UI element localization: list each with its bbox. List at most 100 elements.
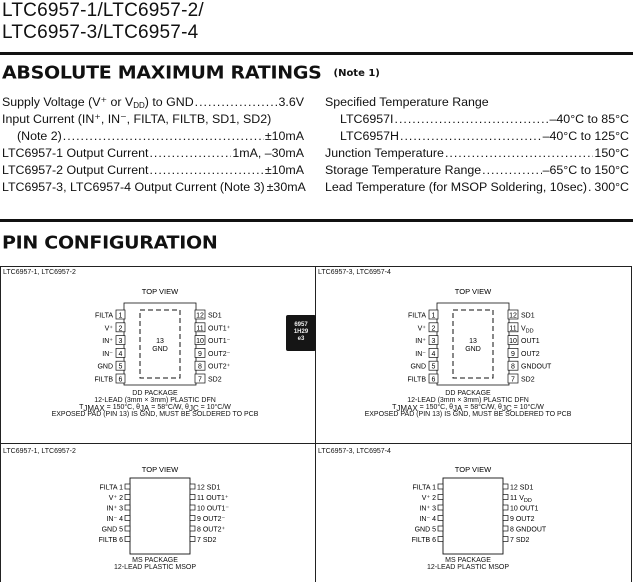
- top-view-label: TOP VIEW: [142, 287, 179, 296]
- pin-pad: [194, 373, 206, 384]
- section-rule: [0, 219, 633, 222]
- lead: [502, 483, 509, 490]
- rating-label: Input Current (IN⁺, IN⁻, FILTA, FILTB, S…: [2, 111, 272, 126]
- pin-name: OUT2⁻: [208, 351, 231, 358]
- lead: [437, 536, 444, 542]
- lead: [124, 515, 131, 521]
- lead: [502, 525, 509, 532]
- pin-number: 8: [198, 364, 202, 371]
- lead: [437, 515, 444, 521]
- lead: [124, 536, 131, 542]
- pin-number: 7: [511, 377, 515, 384]
- pin-pad: [115, 348, 126, 358]
- pin-label: 9 OUT2⁻: [197, 516, 226, 523]
- pin-number: 1: [432, 313, 436, 320]
- exposed-pad-outline: [452, 309, 494, 379]
- cell-title-dd-3-4: LTC6957-3, LTC6957-4: [318, 269, 391, 276]
- dd-package-labels-3-4: DD PACKAGE 12-LEAD (3mm × 3mm) PLASTIC D…: [343, 390, 593, 418]
- leader-dots: [588, 179, 593, 196]
- chip-marking-3: e3: [297, 336, 305, 342]
- pin-name: VDD: [521, 325, 534, 334]
- pin-label: FILTA 1: [100, 485, 124, 492]
- rating-row: Storage Temperature Range–65°C to 150°C: [325, 162, 629, 179]
- pin-pad: [115, 335, 126, 345]
- ms-pkg-desc: 12-LEAD PLASTIC MSOP: [113, 564, 197, 571]
- pin-13-number: 13: [469, 338, 477, 345]
- pin-pad: [194, 360, 206, 371]
- pin-label: 10 OUT1⁻: [197, 506, 229, 513]
- pin-pad: [507, 348, 519, 358]
- pin-13-name: GND: [152, 346, 168, 353]
- lead: [189, 536, 196, 542]
- rating-value: –65°C to 150°C: [542, 162, 629, 177]
- rating-label: LTC6957I: [340, 111, 394, 126]
- dd-pkg-desc: 12-LEAD (3mm × 3mm) PLASTIC DFN: [94, 397, 216, 404]
- pin-config-grid: [0, 266, 632, 582]
- ms-package-labels-1-2: MS PACKAGE 12-LEAD PLASTIC MSOP: [30, 557, 280, 571]
- lead: [437, 494, 444, 500]
- document-header: LTC6957-1/LTC6957-2/ LTC6957-3/LTC6957-4: [2, 0, 204, 44]
- pin-pad: [507, 373, 519, 384]
- rating-value: ±10mA: [264, 128, 304, 143]
- ms-pkg-name: MS PACKAGE: [445, 557, 491, 564]
- pin-pad: [428, 322, 439, 333]
- lead: [502, 504, 509, 511]
- rating-value: 300°C: [594, 179, 629, 194]
- leader-dots: [400, 128, 542, 145]
- pin-label: FILTB 6: [99, 537, 123, 544]
- dd-pkg-name: DD PACKAGE: [132, 390, 178, 397]
- package-outline: [442, 477, 504, 555]
- pin-number: 11: [509, 325, 516, 332]
- pin-config-section-title: PIN CONFIGURATION: [2, 233, 218, 254]
- grid-divider-vertical: [315, 266, 316, 582]
- pin-pad: [115, 322, 126, 333]
- pin-pad: [428, 348, 439, 358]
- pin-label: GND 5: [415, 527, 437, 534]
- pin-label: 11 VDD: [510, 495, 532, 504]
- pin-label: GND 5: [102, 527, 124, 534]
- pin-label: 12 SD1: [510, 485, 533, 492]
- abs-max-section-title: ABSOLUTE MAXIMUM RATINGS(Note 1): [2, 63, 380, 84]
- pin-name: FILTB: [407, 377, 426, 384]
- pin-label: 12 SD1: [197, 485, 220, 492]
- dd-exposed-pad: EXPOSED PAD (PIN 13) IS GND, MUST BE SOL…: [364, 411, 572, 418]
- rating-row: Input Current (IN⁺, IN⁻, FILTA, FILTB, S…: [2, 111, 304, 128]
- rating-value: 150°C: [594, 145, 629, 160]
- pin-name: OUT1⁺: [208, 325, 231, 332]
- lead: [124, 525, 131, 532]
- pin-pad: [507, 360, 519, 371]
- pin-13-name: GND: [465, 346, 481, 353]
- abs-max-note: (Note 1): [333, 68, 380, 79]
- pin-name: OUT2⁺: [208, 364, 231, 371]
- pin-number: 10: [509, 338, 517, 345]
- rating-row: LTC6957-1 Output Current1mA, –30mA: [2, 145, 304, 162]
- rating-value: ±30mA: [266, 179, 306, 194]
- pin-label: 10 OUT1: [510, 506, 539, 513]
- pin-label: V⁺ 2: [422, 495, 436, 502]
- pin-pad: [507, 309, 519, 320]
- pin-name: SD1: [521, 313, 535, 320]
- lead: [437, 504, 444, 511]
- ms-pkg-name: MS PACKAGE: [132, 557, 178, 564]
- lead: [189, 494, 196, 500]
- pin-number: 9: [198, 351, 202, 358]
- pin-number: 2: [432, 325, 436, 332]
- pin-name: IN⁻: [415, 351, 426, 358]
- pin-13-number: 13: [156, 338, 164, 345]
- pin-number: 4: [119, 351, 123, 358]
- rating-value: 1mA, –30mA: [232, 145, 304, 160]
- leader-dots: [149, 162, 263, 179]
- cell-title-dd-1-2: LTC6957-1, LTC6957-2: [3, 269, 76, 276]
- pin-pad: [194, 322, 206, 333]
- rating-value: –40°C to 85°C: [549, 111, 629, 126]
- pin-pad: [428, 335, 439, 345]
- leader-dots: [63, 128, 264, 145]
- pin-name: GND: [97, 364, 113, 371]
- pin-number: 6: [119, 377, 123, 384]
- pin-number: 12: [509, 313, 517, 320]
- pin-name: FILTB: [94, 377, 113, 384]
- pin-pad: [507, 322, 519, 333]
- pin-name: OUT1⁻: [208, 338, 231, 345]
